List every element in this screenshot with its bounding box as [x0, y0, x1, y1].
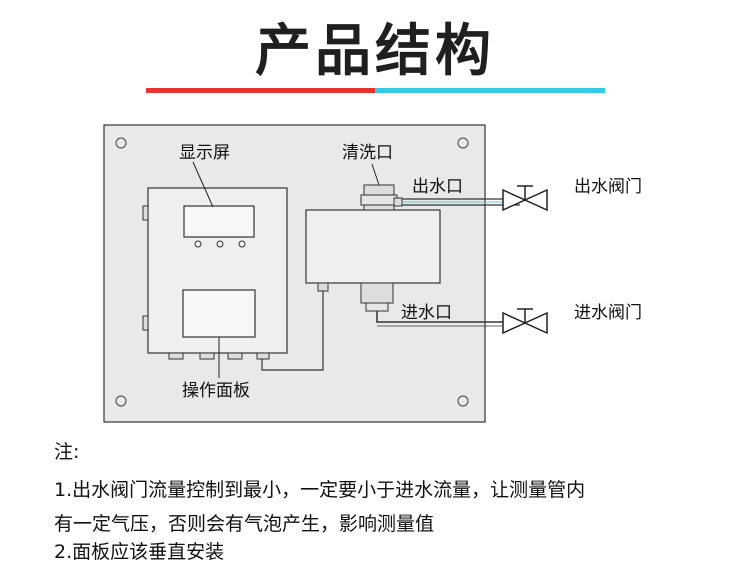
bottom-connector: [360, 282, 394, 304]
label-operation-panel: 操作面板: [182, 381, 250, 401]
label-outlet-port: 出水口: [412, 177, 463, 197]
mounting-hole: [115, 395, 127, 407]
inlet-valve-icon: [502, 311, 527, 335]
note-line-1: 1.出水阀门流量控制到最小，一定要小于进水流量，让测量管内: [54, 479, 586, 501]
label-cleaning-port: 清洗口: [342, 143, 393, 163]
operation-panel: [182, 289, 256, 338]
cable-gland: [256, 352, 270, 360]
cable-gland: [199, 352, 215, 360]
cable-gland: [168, 352, 184, 360]
label-inlet-valve: 进水阀门: [574, 303, 642, 323]
inlet-pipe: [376, 311, 520, 323]
top-connector-fitting: [360, 194, 398, 206]
display-screen: [183, 205, 255, 238]
outlet-valve-icon: [523, 188, 548, 212]
box-side-tab: [142, 315, 149, 331]
mounting-hole: [457, 395, 469, 407]
display-button: [238, 240, 246, 248]
leader-cleaning-port: [371, 163, 380, 186]
signal-cable: [261, 291, 324, 371]
bottom-connector-fitting: [365, 302, 389, 312]
note-line-3: 2.面板应该垂直安装: [54, 541, 225, 563]
page-title: 产品结构: [255, 19, 495, 84]
outlet-valve-icon: [502, 188, 527, 212]
label-outlet-valve: 出水阀门: [574, 177, 642, 197]
cable-gland: [227, 352, 243, 360]
mounting-hole: [457, 137, 469, 149]
title-underline-red: [146, 88, 375, 93]
leader-display: [192, 161, 214, 208]
cable-port: [317, 282, 329, 292]
inlet-valve-icon: [523, 311, 548, 335]
mounting-hole: [115, 137, 127, 149]
label-inlet-port: 进水口: [401, 303, 452, 323]
label-display: 显示屏: [179, 143, 230, 163]
note-line-2: 有一定气压，否则会有气泡产生，影响测量值: [54, 513, 435, 535]
display-button: [194, 240, 202, 248]
title-underline-cyan: [375, 88, 605, 93]
display-button: [216, 240, 224, 248]
notes-heading: 注:: [54, 441, 80, 463]
outlet-fitting: [393, 197, 403, 207]
box-side-tab: [142, 205, 149, 221]
sensor-box: [305, 209, 441, 284]
